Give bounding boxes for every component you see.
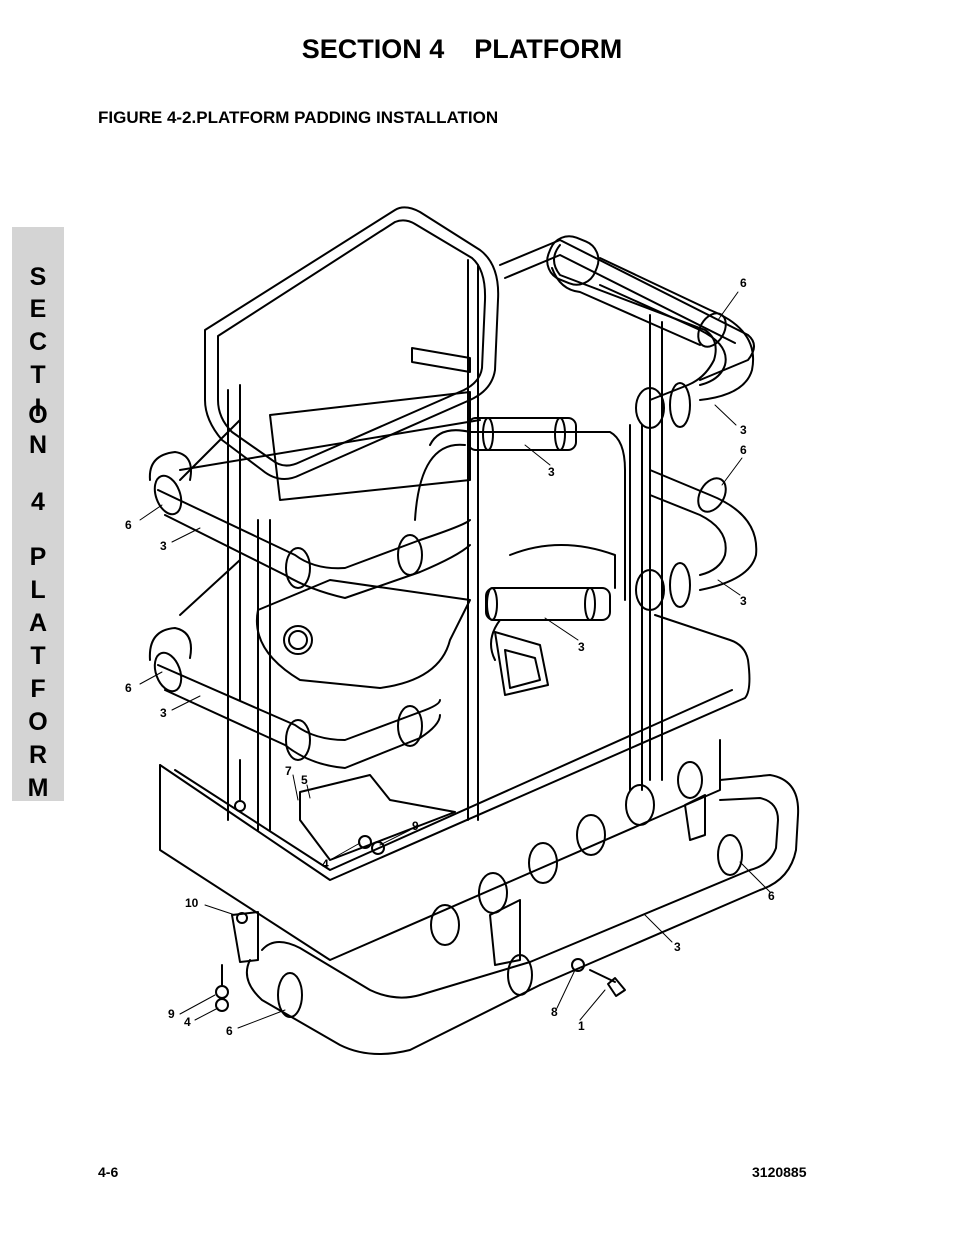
side-tab-letter: S <box>29 263 47 291</box>
figure-title: FIGURE 4-2.PLATFORM PADDING INSTALLATION <box>98 108 499 127</box>
callout-label: 1 <box>578 1019 585 1033</box>
side-tab-letter: M <box>27 774 49 802</box>
callout-label: 3 <box>548 465 555 479</box>
callout-label: 6 <box>226 1024 233 1038</box>
side-tab-letter: R <box>28 741 48 769</box>
callout-label: 3 <box>740 594 747 608</box>
callout-label: 7 <box>285 764 292 778</box>
side-tab-letter: T <box>30 642 46 670</box>
callout-label: 3 <box>578 640 585 654</box>
callout-label: 6 <box>768 889 775 903</box>
side-tab-letter: O <box>28 401 48 429</box>
side-tab-letter: T <box>30 361 46 389</box>
callout-label: 4 <box>184 1015 191 1029</box>
callout-label: 5 <box>301 773 308 787</box>
side-tab-letter: C <box>28 328 48 356</box>
callout-label: 4 <box>322 857 329 871</box>
side-tab-letter: O <box>28 708 48 736</box>
callout-label: 3 <box>740 423 747 437</box>
side-tab-letter: I <box>34 394 42 422</box>
side-tab-letter: F <box>30 675 46 703</box>
document-number: 3120885 <box>752 1164 807 1180</box>
callout-label: 10 <box>185 896 199 910</box>
callout-label: 8 <box>551 1005 558 1019</box>
side-tab-letter: N <box>28 431 48 459</box>
section-title: SECTION 4 PLATFORM <box>301 34 623 64</box>
callout-label: 9 <box>412 819 419 833</box>
callout-label: 6 <box>125 681 132 695</box>
callout-label: 6 <box>740 443 747 457</box>
callout-label: 6 <box>740 276 747 290</box>
callout-label: 3 <box>160 539 167 553</box>
callout-label: 6 <box>125 518 132 532</box>
callout-label: 3 <box>160 706 167 720</box>
section-side-tab: S E C T I O N 4 P L A T F O R M <box>12 227 64 801</box>
side-tab-letter: E <box>29 295 47 323</box>
side-tab-letter: A <box>28 609 48 637</box>
page-number: 4-6 <box>98 1164 119 1180</box>
side-tab-letter: 4 <box>31 488 45 516</box>
callout-label: 3 <box>674 940 681 954</box>
side-tab-letter: L <box>30 576 46 604</box>
side-tab-letter: P <box>29 543 47 571</box>
callout-label: 9 <box>168 1007 175 1021</box>
